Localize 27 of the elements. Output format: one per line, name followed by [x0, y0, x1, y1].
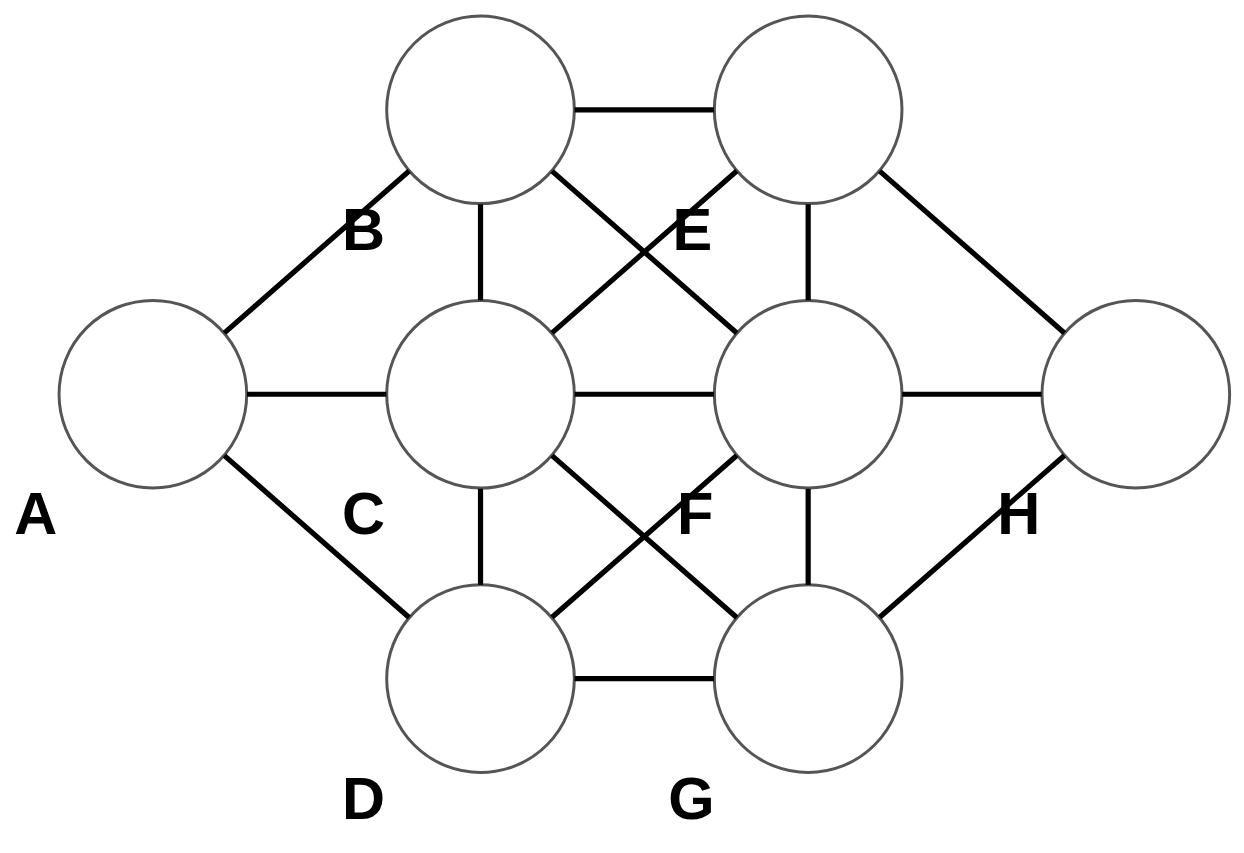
node-circle — [712, 13, 904, 205]
connector — [477, 488, 484, 585]
node-circle — [57, 298, 249, 490]
connector — [222, 168, 411, 335]
connector — [805, 203, 811, 300]
node-circle — [385, 298, 576, 490]
connector — [574, 675, 714, 681]
node-label: G — [668, 764, 715, 832]
node-circle — [385, 13, 576, 205]
node-circle — [712, 298, 904, 490]
connector — [550, 168, 739, 335]
node-label: C — [342, 479, 386, 547]
connector — [574, 106, 714, 112]
node-circle — [385, 582, 576, 774]
connector — [222, 453, 411, 619]
connector — [477, 203, 484, 300]
connector — [574, 391, 714, 397]
connector — [550, 453, 739, 619]
node-circle — [1040, 298, 1232, 490]
connector — [877, 168, 1067, 335]
connector — [805, 488, 811, 585]
connector — [246, 391, 387, 397]
node-label: D — [342, 764, 386, 832]
connector — [902, 391, 1042, 397]
node-circle — [712, 582, 904, 774]
connector — [877, 453, 1067, 619]
node-label: A — [14, 479, 58, 547]
